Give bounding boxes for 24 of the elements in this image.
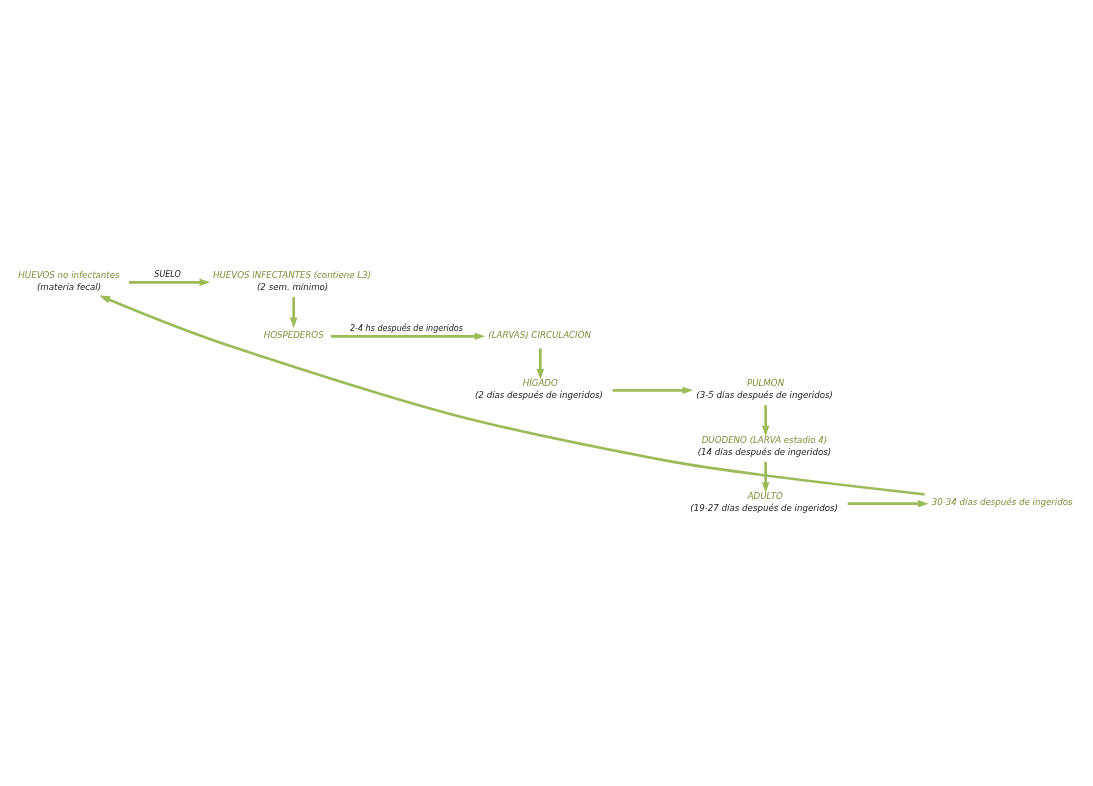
node-text: 30-34 días después de ingeridos bbox=[931, 497, 1073, 508]
arrow bbox=[612, 386, 694, 395]
arrow bbox=[289, 297, 298, 329]
node-label: (3-5 días después de ingeridos) bbox=[696, 389, 833, 400]
node-text: DUODENO (LARVA estadio 4) bbox=[701, 434, 828, 445]
node-text: (LARVAS) CIRCULACIÓN bbox=[488, 329, 591, 340]
node-text: PULMÓN bbox=[747, 377, 785, 388]
node-text: HUEVOS no infectantes bbox=[18, 269, 120, 280]
arrow bbox=[761, 405, 770, 437]
node-text: HOSPEDEROS bbox=[263, 329, 324, 340]
arrow bbox=[129, 278, 211, 287]
node-label: (2 sem. mínimo) bbox=[257, 281, 329, 292]
arrow bbox=[761, 461, 770, 494]
node-label: (19-27 días después de ingeridos) bbox=[690, 503, 838, 514]
node-label: (14 días después de ingeridos) bbox=[697, 446, 832, 457]
arrow bbox=[330, 332, 486, 341]
node-label: (2 días después de ingeridos) bbox=[475, 389, 603, 400]
node-label: (materia fecal) bbox=[37, 281, 102, 292]
node-text: ADULTO bbox=[747, 491, 783, 502]
arrow bbox=[847, 499, 929, 508]
arrow bbox=[99, 295, 925, 496]
node-text: HUEVOS INFECTANTES (contiene L3) bbox=[213, 269, 372, 280]
arrow bbox=[536, 348, 545, 380]
node-text: HÍGADO bbox=[522, 377, 558, 388]
